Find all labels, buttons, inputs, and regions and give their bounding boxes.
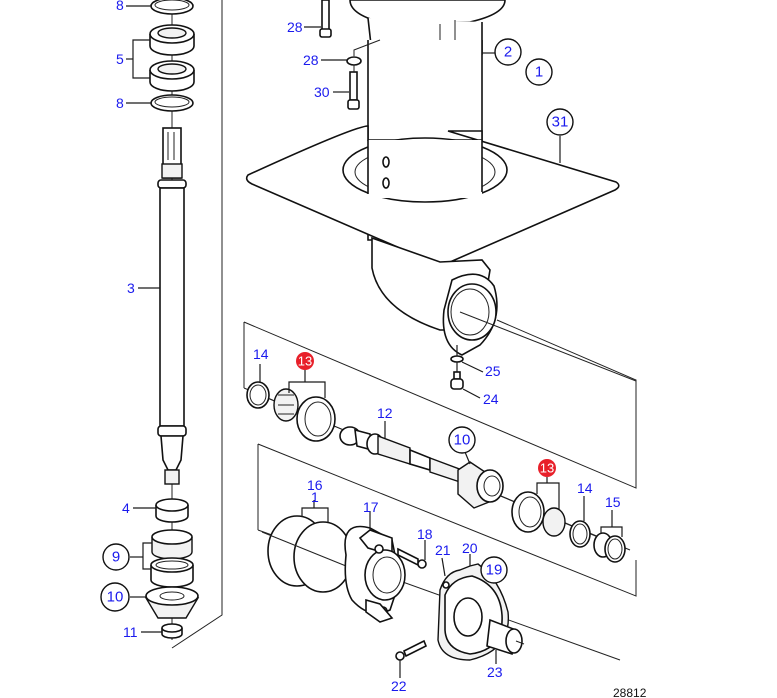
callout-label-21: 21 — [435, 542, 451, 558]
top-callout-leaders — [304, 26, 561, 399]
callout-label-1: 1 — [311, 489, 319, 505]
bushing-part-23 — [486, 618, 523, 656]
circled-callout-9: 9 — [102, 543, 130, 571]
seal-ring-part-14-right — [569, 520, 591, 548]
callout-label-11: 11 — [123, 624, 138, 640]
shaft-part-3 — [157, 127, 187, 485]
screw-part-18 — [397, 547, 427, 569]
screw-part-24 — [450, 371, 464, 390]
bolt-part-28-top — [319, 0, 332, 38]
callout-label-19: 19 — [486, 562, 503, 579]
callout-label-14: 14 — [577, 480, 593, 496]
left-group-frame — [171, 0, 223, 649]
callout-label-13: 13 — [298, 354, 312, 369]
callout-label-10: 10 — [454, 432, 471, 449]
bearing-part-9 — [150, 529, 194, 588]
callout-label-3: 3 — [127, 280, 135, 296]
left-callout-leaders — [126, 5, 162, 633]
pinion-group-frame — [243, 319, 637, 489]
callout-label-22: 22 — [391, 678, 407, 694]
callout-label-13: 13 — [540, 461, 554, 476]
nut-part-11 — [161, 623, 183, 639]
taper-bearing-part-13-right — [511, 491, 566, 537]
callout-label-20: 20 — [462, 540, 478, 556]
left-shaft-assembly — [144, 0, 200, 640]
circled-callout-1: 1 — [525, 58, 553, 86]
callout-label-8: 8 — [116, 0, 124, 13]
callout-label-8: 8 — [116, 95, 124, 111]
seal-ring-part-14-left — [246, 381, 270, 409]
highlighted-callout-13: 13 — [538, 459, 556, 477]
callout-label-12: 12 — [377, 405, 393, 421]
mounting-plate-part-31 — [245, 125, 620, 265]
bearing-carrier-part-17 — [344, 525, 406, 623]
circled-callout-10: 10 — [100, 582, 130, 612]
callout-label-10: 10 — [107, 589, 124, 606]
circled-callout-2: 2 — [494, 38, 522, 66]
callout-label-4: 4 — [122, 500, 130, 516]
washer-part-25 — [450, 355, 464, 363]
callout-label-2: 2 — [504, 44, 512, 61]
pinion-callout-leaders — [259, 364, 623, 537]
callout-label-31: 31 — [552, 114, 569, 131]
bevel-pinion-part-10 — [457, 461, 504, 509]
bushing-part-4 — [155, 498, 189, 523]
callout-label-16: 16 — [307, 477, 323, 493]
ring-part-8-top — [150, 0, 194, 15]
washer-part-28 — [346, 56, 362, 66]
bearing-part-5-upper — [149, 24, 195, 56]
callout-label-5: 5 — [116, 51, 124, 67]
callout-label-24: 24 — [483, 391, 499, 407]
bolt-part-30 — [347, 71, 360, 110]
o-ring-part-16 — [267, 515, 353, 593]
taper-bearing-part-13-left — [273, 388, 336, 442]
callout-label-23: 23 — [487, 664, 503, 680]
lower-gear-housing — [371, 236, 498, 356]
callout-label-14: 14 — [253, 346, 269, 362]
callout-label-1: 1 — [535, 64, 543, 81]
circled-callout-19: 19 — [480, 556, 508, 584]
callout-label-15: 15 — [605, 494, 621, 510]
callout-label-28: 28 — [287, 19, 303, 35]
callout-label-9: 9 — [112, 549, 120, 566]
callout-label-18: 18 — [417, 526, 433, 542]
ring-part-8-bottom — [150, 94, 194, 112]
bevel-gear-part-10 — [144, 586, 200, 619]
bearing-part-5-lower — [149, 60, 195, 92]
housing-callout-leaders — [301, 500, 497, 678]
housing-group-frame — [257, 443, 637, 597]
callout-label-30: 30 — [314, 84, 330, 100]
screw-part-22 — [395, 639, 428, 661]
figure-number: 28812 — [613, 686, 647, 698]
callout-label-25: 25 — [485, 363, 501, 379]
callout-label-17: 17 — [363, 499, 379, 515]
circled-callout-10: 10 — [448, 426, 476, 454]
callout-label-28: 28 — [303, 52, 319, 68]
pinion-shaft-part-12 — [339, 426, 469, 483]
seal-part-15 — [593, 532, 626, 563]
leader-washer-28 — [353, 39, 381, 56]
highlighted-callout-13: 13 — [296, 352, 314, 370]
circled-callout-31: 31 — [546, 108, 574, 136]
